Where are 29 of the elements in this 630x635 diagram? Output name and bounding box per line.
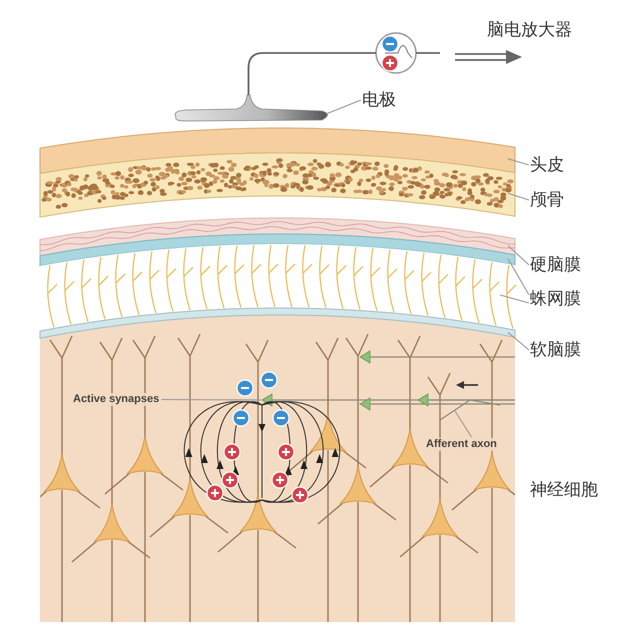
neuron-label: 神经细胞 (530, 480, 598, 500)
electrode-label: 电极 (362, 90, 396, 110)
leader-line (508, 258, 530, 296)
leader-line (500, 294, 530, 304)
leader-line (508, 245, 530, 266)
synapse-icon (261, 393, 272, 407)
leader-line (454, 410, 472, 438)
electrode (174, 94, 328, 122)
leader-line (161, 398, 261, 401)
amplifier-label: 脑电放大器 (487, 20, 572, 40)
leader-line (508, 158, 530, 166)
axon-label: Afferent axon (425, 438, 498, 451)
arachnoid-membrane (40, 234, 516, 266)
electrode-wire (248, 52, 376, 95)
output-arrow (415, 50, 522, 64)
layer-label: 软脑膜 (530, 340, 581, 360)
leader-line (508, 332, 530, 350)
pia-layer (40, 308, 516, 339)
skull-layer (40, 152, 516, 218)
layer-label: 颅骨 (530, 190, 564, 210)
scalp-layer (40, 128, 516, 174)
leader-line (508, 192, 530, 201)
leader-line (326, 99, 362, 115)
layer-label: 蛛网膜 (530, 289, 581, 309)
synapse-label: Active synapses (72, 393, 160, 406)
layer-label: 硬脑膜 (530, 255, 581, 275)
layer-label: 头皮 (530, 155, 564, 175)
amplifier-symbol (375, 32, 417, 74)
arachnoid-trabeculae (40, 244, 517, 332)
